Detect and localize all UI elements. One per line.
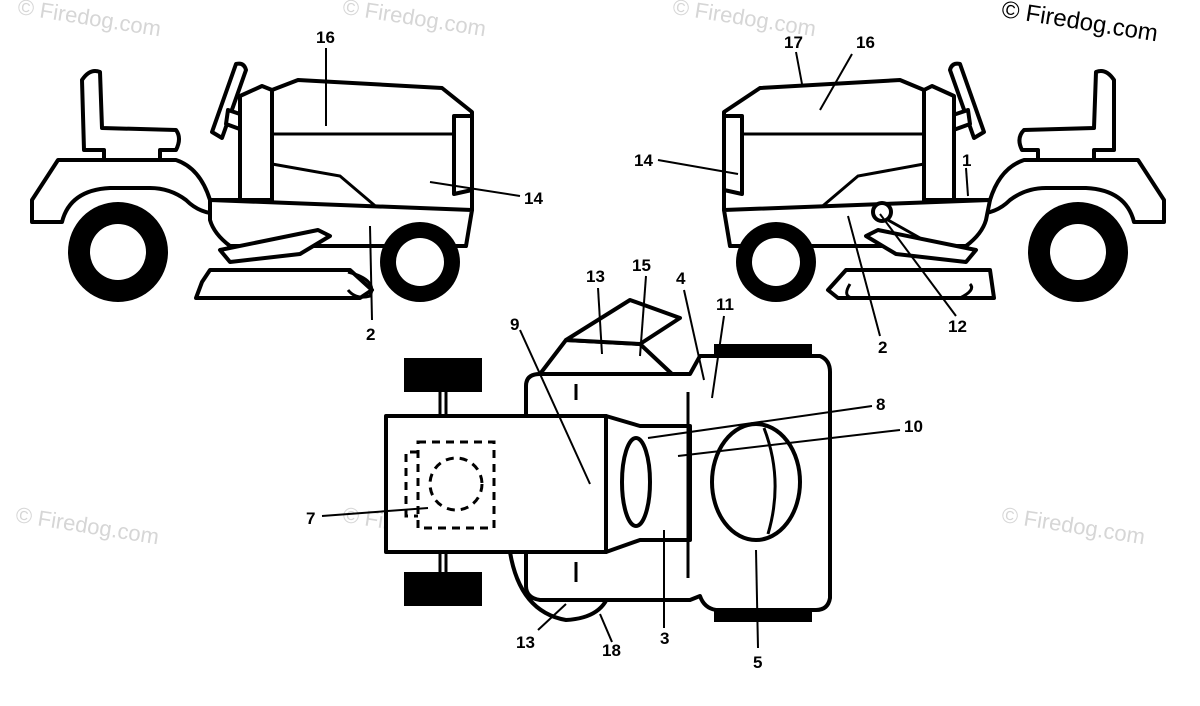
callout-9: 9	[510, 315, 519, 334]
hood-grille	[452, 114, 474, 196]
front-tire	[404, 572, 482, 606]
steering-wheel	[948, 61, 986, 140]
callout-16-right: 16	[856, 33, 875, 52]
discharge-chute	[538, 338, 674, 376]
rear-fender	[30, 158, 242, 224]
tractor-right-side-view	[657, 51, 1166, 337]
callout-2-right: 2	[878, 338, 887, 357]
steering-oval	[620, 436, 652, 528]
tractor-left-side-view	[30, 48, 521, 321]
seat-top	[710, 422, 802, 542]
tractor-top-view	[321, 275, 901, 649]
callout-11: 11	[716, 295, 734, 314]
callout-14-right: 14	[634, 151, 653, 170]
hood	[270, 78, 474, 212]
callout-1: 1	[962, 151, 971, 170]
callout-13-top: 13	[586, 267, 605, 286]
seat	[80, 69, 181, 164]
callout-15: 15	[632, 256, 651, 275]
callout-18: 18	[602, 641, 621, 660]
front-tire	[404, 358, 482, 392]
mower-deck	[826, 268, 996, 300]
rear-fender	[952, 158, 1166, 224]
callout-12: 12	[948, 317, 967, 336]
callout-7: 7	[306, 509, 315, 528]
mower-deck	[194, 268, 374, 300]
callout-labels: 16 14 2 17 16 14 1 2 12 13 15 4 11 9 8 1…	[306, 28, 971, 672]
callout-13-bottom: 13	[516, 633, 535, 652]
callout-5: 5	[753, 653, 762, 672]
seat	[1017, 69, 1116, 164]
callout-2-left: 2	[366, 325, 375, 344]
callout-17: 17	[784, 33, 803, 52]
callout-10: 10	[904, 417, 923, 436]
dash	[238, 84, 274, 202]
callout-4: 4	[676, 269, 686, 288]
callout-8: 8	[876, 395, 885, 414]
lift-lever-knob	[871, 201, 893, 223]
steering-wheel	[210, 61, 248, 140]
callout-16-left: 16	[316, 28, 335, 47]
dash	[922, 84, 956, 202]
discharge-deflector	[564, 298, 682, 346]
pedal	[218, 228, 332, 264]
callout-14-left: 14	[524, 189, 543, 208]
hood-grille	[722, 114, 744, 196]
hood	[722, 78, 926, 212]
callout-3: 3	[660, 629, 669, 648]
